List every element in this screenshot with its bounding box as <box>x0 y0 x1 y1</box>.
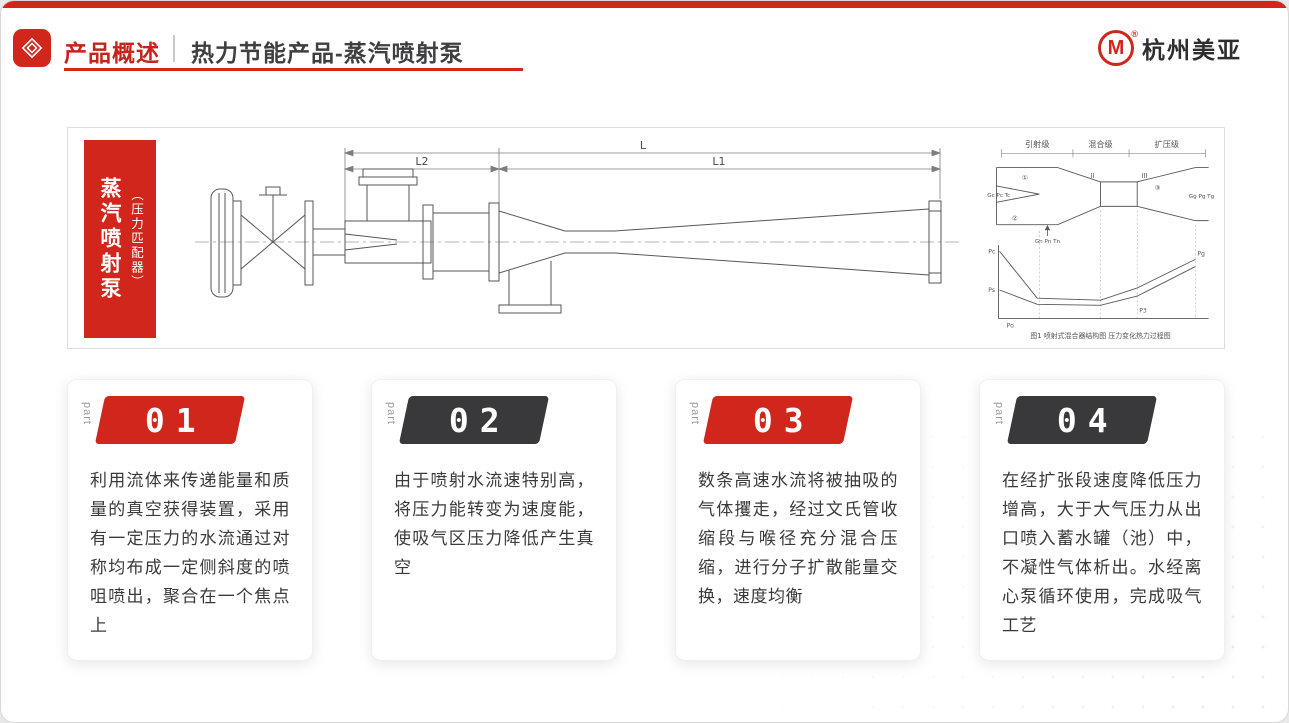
marker-3: ③ <box>1155 184 1161 192</box>
part-tag: part <box>993 402 1005 425</box>
po-label: Po <box>1007 323 1014 330</box>
part-tag: part <box>385 402 397 425</box>
pressure-chart <box>998 245 1209 320</box>
card-04-text: 在经扩张段速度降低压力增高，大于大气压力从出口喷入蓄水罐（池）中，不凝性气体析出… <box>1002 471 1202 635</box>
marker-1: ① <box>1022 174 1028 182</box>
outlet-flow-label: Gg Pg Tg <box>1189 194 1215 200</box>
dim-label-L2: L2 <box>415 155 428 168</box>
page-title: 热力节能产品-蒸汽喷射泵 <box>191 40 464 66</box>
header: 产品概述 热力节能产品-蒸汽喷射泵 M ® 杭州美亚 <box>1 8 1288 92</box>
card-03: part 03 数条高速水流将被抽吸的气体攫走，经过文氏管收缩段与喉径充分混合压… <box>675 379 921 661</box>
stage-dimension-line <box>1001 149 1206 158</box>
dimension-lines <box>343 148 942 221</box>
pressure-labels: Pc Ps Po P3 Pg <box>988 248 1205 329</box>
mini-caption: 图1 喷射式混合器结构图 压力变化热力过程图 <box>1030 331 1170 340</box>
section-II-label: II <box>1090 172 1094 180</box>
brand: M ® 杭州美亚 <box>1098 29 1242 66</box>
diagram-panel: 蒸汽喷射泵 （压力匹配器） L <box>67 127 1225 349</box>
stage-mid-label: 混合级 <box>1088 139 1112 149</box>
card-02-text: 由于喷射水流速特别高，将压力能转变为速度能，使吸气区压力降低产生真空 <box>394 471 594 577</box>
card-02-header: part 02 <box>372 394 616 456</box>
ejector-body-outline <box>210 168 942 314</box>
brand-mark-icon: M ® <box>1098 29 1138 66</box>
card-03-header: part 03 <box>676 394 920 456</box>
card-02: part 02 由于喷射水流速特别高，将压力能转变为速度能，使吸气区压力降低产生… <box>371 379 617 661</box>
inlet-flow-label: Gc Pc Tc <box>987 193 1010 199</box>
banner-main-label: 蒸汽喷射泵 <box>98 176 121 302</box>
brand-name: 杭州美亚 <box>1142 37 1242 63</box>
ps-label: Ps <box>988 287 995 294</box>
card-03-text: 数条高速水流将被抽吸的气体攫走，经过文氏管收缩段与喉径充分混合压缩，进行分子扩散… <box>698 471 898 606</box>
dim-label-L: L <box>640 139 647 152</box>
p3-label: P3 <box>1139 307 1147 314</box>
mini-ejector-outline <box>995 167 1209 226</box>
number-chip: 01 <box>94 396 246 444</box>
feature-cards: part 01 利用流体来传递能量和质量的真空获得装置，采用有一定压力的水流通过… <box>67 379 1225 661</box>
dim-label-L1: L1 <box>712 155 725 168</box>
suction-arrow <box>1044 224 1051 236</box>
mini-section-marks: II III ① ② ③ <box>1012 172 1161 223</box>
registered-mark: ® <box>1131 29 1138 39</box>
number-chip: 02 <box>398 396 550 444</box>
mini-flow-labels: Gc Pc Tc Gg Pg Tg Gn Pn Tn <box>987 193 1214 245</box>
part-tag: part <box>689 402 701 425</box>
reference-guides <box>1038 210 1196 319</box>
number-chip: 04 <box>1006 396 1158 444</box>
top-accent-bar <box>1 1 1288 8</box>
card-number: 02 <box>448 400 511 440</box>
brand-letter: M <box>1107 36 1125 59</box>
stage-labels: 引射级 混合级 扩压级 <box>1025 139 1179 149</box>
card-04: part 04 在经扩张段速度降低压力增高，大于大气压力从出口喷入蓄水罐（池）中… <box>979 379 1225 661</box>
banner-sub-label: （压力匹配器） <box>129 188 143 290</box>
title-underline <box>64 68 523 71</box>
stage-left-label: 引射级 <box>1025 139 1049 149</box>
part-tag: part <box>81 402 93 425</box>
marker-2: ② <box>1012 215 1018 223</box>
pg-label: Pg <box>1197 250 1205 257</box>
card-01-text: 利用流体来传递能量和质量的真空获得装置，采用有一定压力的水流通过对称均布成一定侧… <box>90 471 290 635</box>
card-number: 03 <box>752 400 815 440</box>
app-logo <box>13 29 51 67</box>
ejector-technical-drawing: L L2 L1 <box>195 139 963 314</box>
stage-right-label: 扩压级 <box>1155 139 1179 149</box>
card-04-header: part 04 <box>980 394 1224 456</box>
number-chip: 03 <box>702 396 854 444</box>
card-01: part 01 利用流体来传递能量和质量的真空获得装置，采用有一定压力的水流通过… <box>67 379 313 661</box>
title-divider <box>173 35 175 62</box>
section-III-label: III <box>1141 172 1147 180</box>
diamond-gem-icon <box>21 37 43 59</box>
pc-label: Pc <box>988 248 995 255</box>
ejector-stage-schematic: 引射级 混合级 扩压级 II III ① ② ③ Gc Pc <box>987 139 1214 340</box>
card-number: 04 <box>1056 400 1119 440</box>
section-title: 产品概述 <box>64 40 160 66</box>
diagram-side-banner: 蒸汽喷射泵 （压力匹配器） <box>84 140 156 338</box>
card-01-header: part 01 <box>68 394 312 456</box>
suction-flow-label: Gn Pn Tn <box>1035 239 1061 245</box>
dimension-labels: L L2 L1 <box>415 139 725 168</box>
card-number: 01 <box>144 400 207 440</box>
